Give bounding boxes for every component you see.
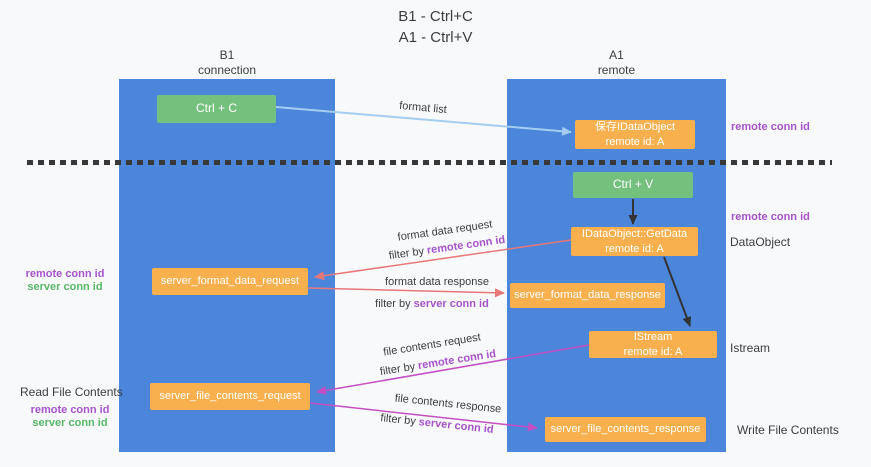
filter-by-text-3: filter by — [379, 360, 417, 379]
ctrl-v-label: Ctrl + V — [612, 177, 654, 192]
lane-b1-name: B1 — [219, 48, 235, 62]
save-dataobject-line1: 保存IDataObject — [594, 121, 676, 134]
dashed-divider — [27, 160, 832, 165]
server-file-contents-response-box: server_file_contents_response — [545, 417, 706, 442]
server-conn-id-text-2: server conn id — [413, 298, 489, 310]
server-format-data-response-box: server_format_data_response — [510, 283, 665, 308]
dataobject-label: DataObject — [730, 235, 791, 249]
title-line-1: B1 - Ctrl+C — [398, 8, 473, 25]
left-conn-id-group-2: remote conn id server conn id — [20, 404, 120, 430]
ctrl-c-box: Ctrl + C — [157, 95, 276, 123]
server-file-contents-request-label: server_file_contents_request — [159, 390, 301, 403]
right-remote-conn-id-mid: remote conn id — [731, 211, 810, 223]
write-file-contents-label: Write File Contents — [737, 423, 839, 437]
filter-by-text-2: filter by — [375, 298, 411, 310]
filter-by-text-4: filter by — [379, 412, 417, 428]
format-data-response-arrow — [307, 287, 505, 298]
lane-a1-header: A1 remote — [507, 48, 726, 78]
title-line-2: A1 - Ctrl+V — [398, 29, 473, 46]
istream-label: Istream — [730, 341, 771, 355]
server-file-contents-request-box: server_file_contents_request — [150, 383, 310, 410]
getdata-line2: remote id: A — [605, 242, 664, 255]
file-contents-response-label: file contents response — [394, 392, 502, 416]
format-list-label: format list — [398, 99, 448, 117]
lane-a1-name: A1 — [609, 48, 624, 62]
lane-b1-header: B1 connection — [119, 48, 335, 78]
server-conn-id-text-4: server conn id — [418, 416, 495, 436]
getdata-line1: IDataObject::GetData — [581, 228, 688, 241]
save-dataobject-box: 保存IDataObject remote id: A — [575, 120, 695, 149]
read-file-contents-label: Read File Contents — [20, 385, 123, 399]
lane-a1-subtitle: remote — [597, 63, 636, 77]
left-remote-conn-id-2: remote conn id — [30, 404, 110, 416]
getdata-box: IDataObject::GetData remote id: A — [571, 227, 698, 256]
left-server-conn-id-2: server conn id — [32, 417, 108, 430]
istream-line2: remote id: A — [623, 345, 683, 358]
server-file-contents-response-label: server_file_contents_response — [550, 423, 701, 436]
istream-line1: IStream — [633, 331, 673, 344]
ctrl-c-label: Ctrl + C — [195, 101, 237, 116]
left-conn-id-group-1: remote conn id server conn id — [15, 268, 115, 294]
ctrl-v-box: Ctrl + V — [573, 172, 693, 198]
server-format-data-request-label: server_format_data_request — [160, 275, 300, 288]
left-server-conn-id-1: server conn id — [27, 281, 103, 294]
diagram-title: B1 - Ctrl+C A1 - Ctrl+V — [0, 6, 871, 48]
save-dataobject-line2: remote id: A — [605, 135, 665, 148]
istream-box: IStream remote id: A — [589, 331, 717, 358]
right-remote-conn-id-top: remote conn id — [731, 121, 810, 133]
left-remote-conn-id-1: remote conn id — [25, 268, 105, 280]
server-format-data-response-label: server_format_data_response — [514, 289, 661, 302]
format-data-response-label: format data response — [385, 276, 489, 288]
lane-b1-subtitle: connection — [197, 63, 257, 77]
filter-by-text-1: filter by — [388, 245, 425, 263]
server-format-data-request-box: server_format_data_request — [152, 268, 308, 295]
